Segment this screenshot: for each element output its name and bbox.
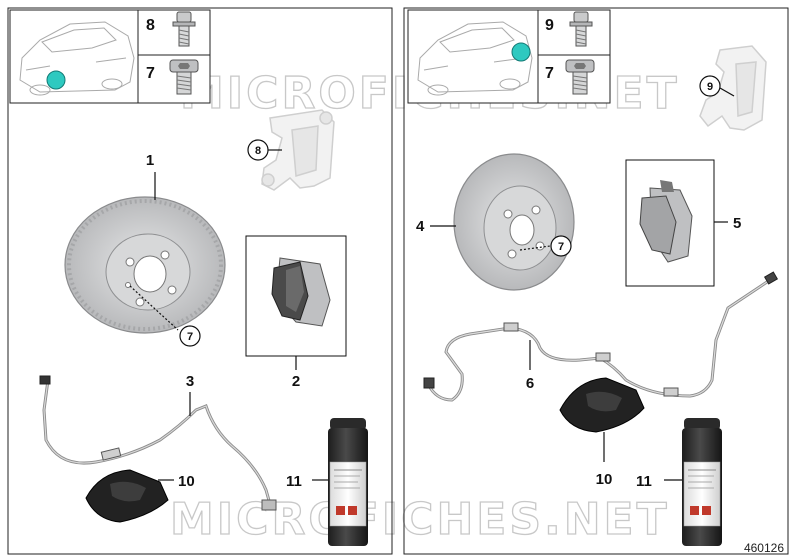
callout-disc: 4 xyxy=(416,218,425,235)
brake-carrier xyxy=(699,45,767,131)
callout-screw-circle: 7 xyxy=(558,241,564,253)
inset-number-top: 9 xyxy=(545,17,554,34)
front-wheel-highlight-icon xyxy=(46,70,66,90)
brake-pads-box xyxy=(625,159,715,287)
callout-spray-can: 11 xyxy=(636,473,652,490)
inset-number-bottom: 7 xyxy=(146,65,155,82)
wear-sensor xyxy=(39,375,277,511)
callout-screw-circle: 7 xyxy=(187,331,193,343)
callout-carrier-circle: 8 xyxy=(255,145,261,157)
inset-number-top: 8 xyxy=(146,17,155,34)
callout-pads: 5 xyxy=(733,215,741,232)
left-panel-frame xyxy=(7,7,393,555)
diagram-number: 460126 xyxy=(744,541,784,555)
bolt-icon xyxy=(172,11,196,47)
paste-pad xyxy=(559,377,645,433)
right-panel: 9 7 9 xyxy=(403,7,789,555)
watermark-bottom: MICROFICHES.NET xyxy=(170,494,670,545)
left-panel: 8 7 8 xyxy=(7,7,393,555)
brake-disc-vented xyxy=(64,196,226,334)
brake-pads-box xyxy=(245,235,347,357)
callout-sensor: 3 xyxy=(186,373,194,390)
callout-carrier-circle: 9 xyxy=(707,81,713,93)
rear-wheel-highlight-icon xyxy=(511,42,531,62)
bolt-icon xyxy=(569,11,593,47)
paste-pad xyxy=(85,469,169,523)
spray-can xyxy=(682,418,722,546)
callout-paste-pad: 10 xyxy=(178,473,195,490)
car-outline-icon xyxy=(19,21,135,96)
callout-spray-can: 11 xyxy=(286,473,302,490)
brake-carrier xyxy=(261,109,335,191)
callout-sensor: 6 xyxy=(526,375,534,392)
screw-icon xyxy=(565,59,595,95)
screw-icon xyxy=(169,59,199,95)
inset-number-bottom: 7 xyxy=(545,65,554,82)
callout-disc: 1 xyxy=(146,152,154,169)
wear-sensor xyxy=(423,271,779,402)
callout-pads: 2 xyxy=(292,373,300,390)
spray-can xyxy=(328,418,368,546)
left-inset: 8 7 xyxy=(9,9,211,104)
right-panel-frame xyxy=(403,7,789,555)
brake-disc-solid xyxy=(453,153,575,291)
right-inset: 9 7 xyxy=(407,9,611,104)
callout-paste-pad: 10 xyxy=(596,471,613,488)
